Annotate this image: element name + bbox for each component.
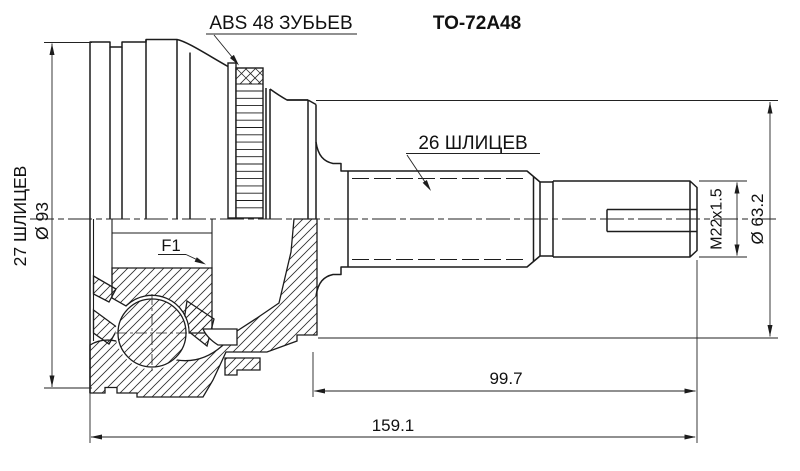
spline-root-lines bbox=[352, 177, 528, 261]
boot-clamp-tab bbox=[224, 357, 261, 376]
abs-ring-flange bbox=[227, 62, 237, 219]
abs-ring-body bbox=[235, 67, 264, 219]
inner-bore-lines bbox=[92, 219, 213, 341]
abs-ring-knurl-cross bbox=[235, 67, 264, 85]
label-abs-ring: ABS 48 ЗУБЬЕВ bbox=[209, 13, 352, 34]
part-number: TO-72A48 bbox=[433, 13, 521, 34]
label-damper-diameter: Ø 63.2 bbox=[748, 193, 767, 244]
abs-ring bbox=[227, 62, 264, 219]
dim-shaft-length: 99.7 bbox=[489, 369, 522, 388]
dim-total-length: 159.1 bbox=[372, 416, 415, 435]
centerlines bbox=[30, 218, 780, 374]
cage-section-left-lower bbox=[92, 308, 119, 345]
label-inner-code: F1 bbox=[161, 237, 180, 255]
labels: ABS 48 ЗУБЬЕВ TO-72A48 26 ШЛИЦЕВ 27 ШЛИЦ… bbox=[10, 13, 767, 435]
label-thread: M22x1.5 bbox=[709, 188, 726, 249]
label-shaft-splines: 26 ШЛИЦЕВ bbox=[418, 133, 527, 154]
label-outer-splines: 27 ШЛИЦЕВ bbox=[10, 166, 30, 267]
ball-centerline-cross bbox=[116, 294, 188, 374]
abs-ring-teeth bbox=[236, 90, 263, 209]
dimension-arrows bbox=[49, 43, 773, 440]
section-hatched-body bbox=[89, 218, 318, 398]
label-outer-diameter: Ø 93 bbox=[32, 202, 52, 240]
dimension-lines bbox=[44, 33, 778, 443]
ball-track-groove bbox=[201, 328, 238, 346]
